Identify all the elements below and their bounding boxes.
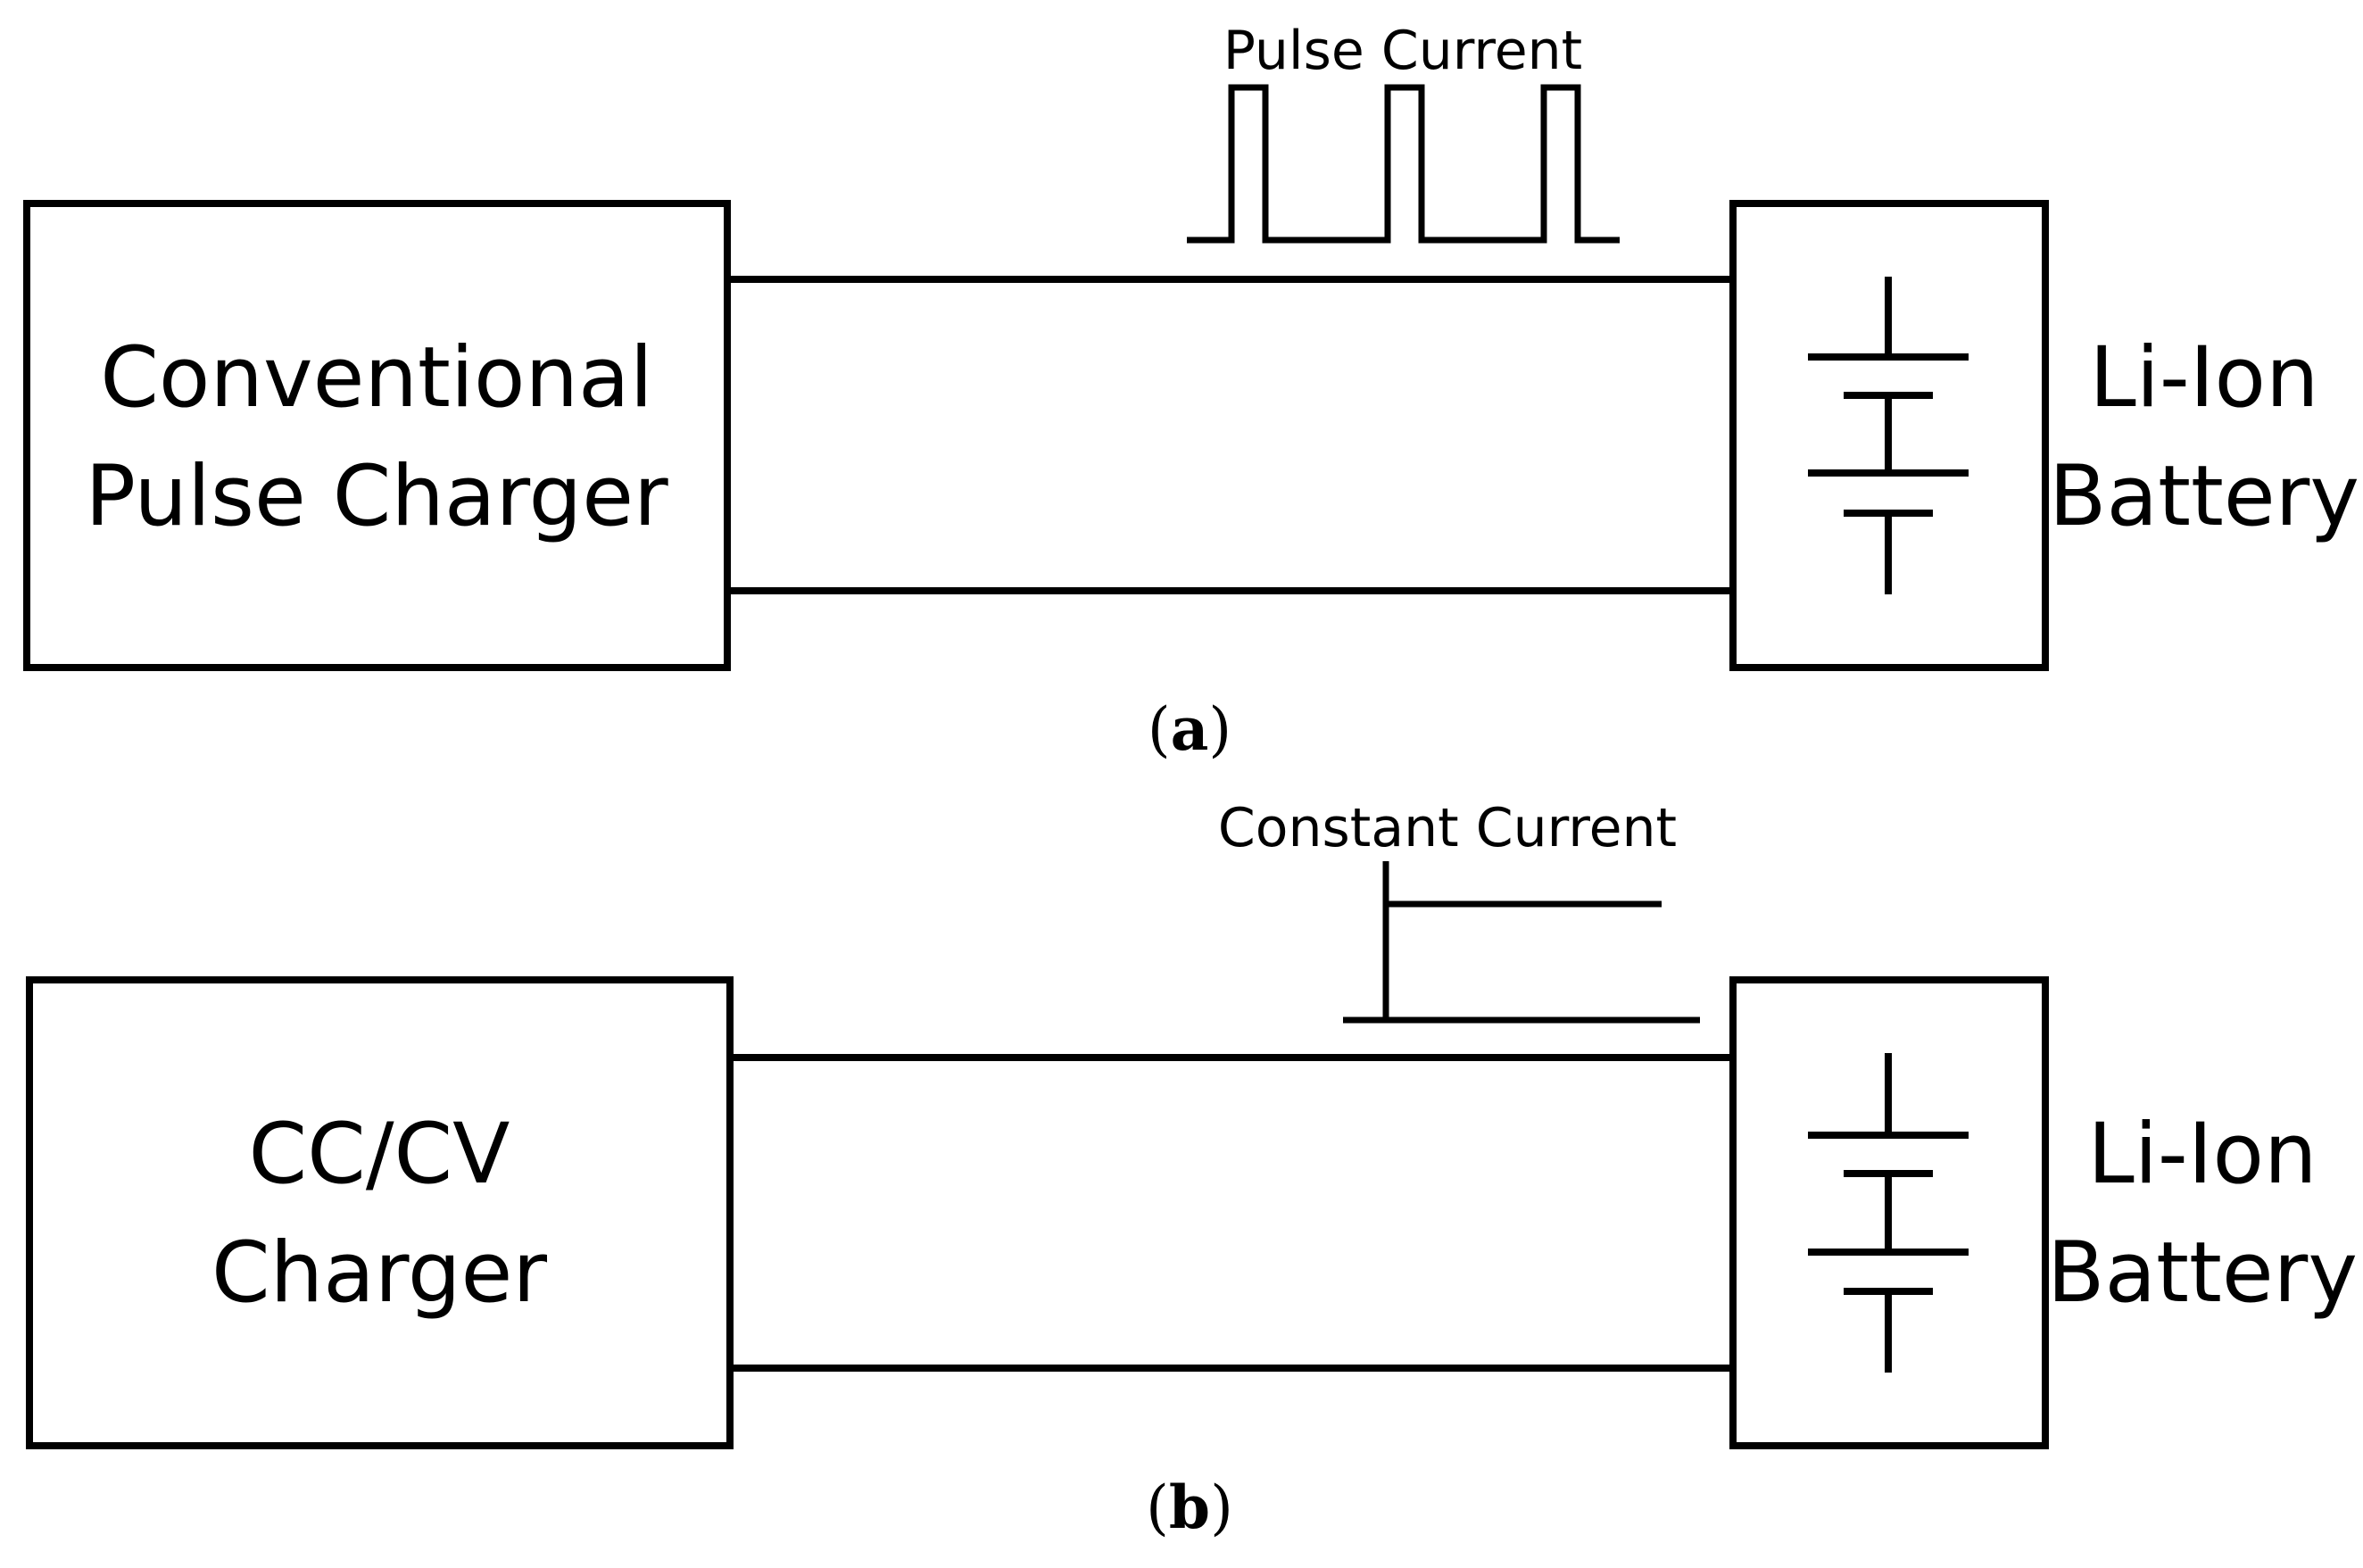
battery-label-b-line1: Li-Ion [2087,1106,2317,1203]
panel-b: CC/CV Charger Constant Current Li-Ion Ba… [26,797,2358,1542]
pulse-current-label: Pulse Current [1223,20,1582,82]
pulse-waveform-icon [1187,84,1620,244]
pulse-charger-box [23,200,731,671]
caption-b: (b) [1146,1473,1233,1542]
pulse-charger-label-line1: Conventional [100,329,653,427]
constant-current-label: Constant Current [1218,797,1677,859]
battery-cell-symbol-icon [1808,277,1969,594]
battery-label-a-line1: Li-Ion [2089,329,2318,427]
pulse-charger-label-line2: Pulse Charger [85,448,668,545]
cccv-charger-box [26,976,734,1449]
cccv-charger-label-line2: Charger [211,1224,547,1322]
battery-label-a-line2: Battery [2049,448,2359,545]
panel-a: Conventional Pulse Charger Pulse Current… [23,20,2359,764]
battery-label-b-line2: Battery [2047,1224,2358,1322]
battery-cell-symbol-icon [1808,1053,1969,1373]
step-waveform-icon [1343,861,1700,1024]
cccv-charger-label-line1: CC/CV [249,1106,510,1203]
caption-a: (a) [1148,694,1231,764]
